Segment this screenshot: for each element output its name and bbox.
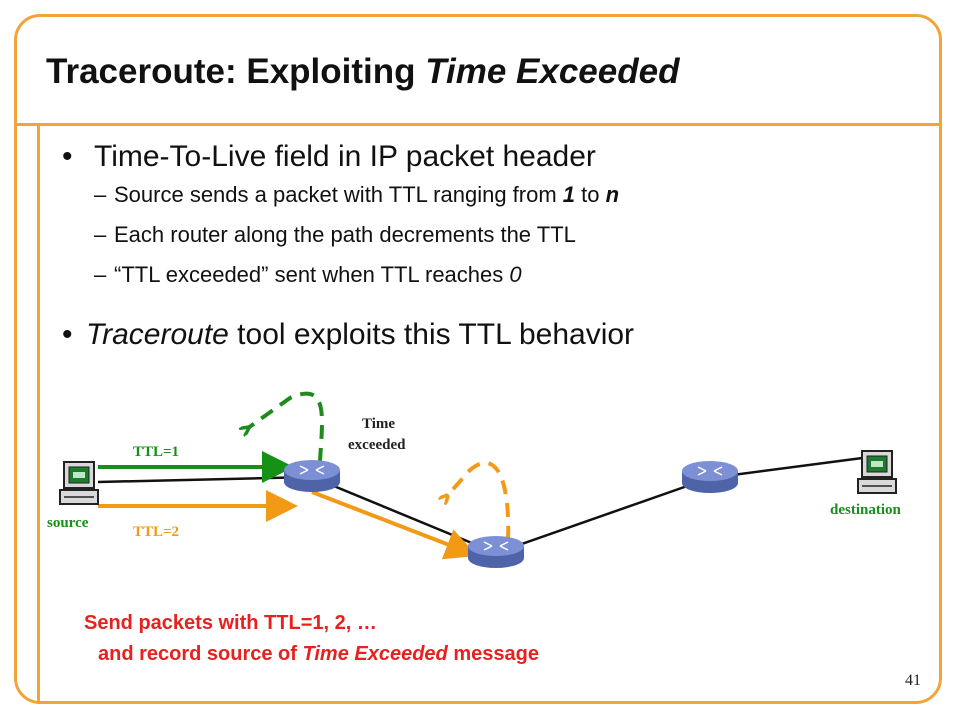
bullet-traceroute-tool: •Traceroute tool exploits this TTL behav… [62, 318, 635, 351]
destination-label: destination [830, 502, 902, 518]
source-label: source [47, 515, 89, 531]
source-computer-icon [59, 461, 99, 505]
router-1 [284, 460, 340, 492]
subbullet-router-decrements: –Each router along the path decrements t… [94, 222, 576, 247]
link-router2-router3 [495, 476, 711, 555]
ttl2-forward-arrow [311, 490, 478, 560]
left-rule [37, 123, 40, 704]
caption-line-1: Send packets with TTL=1, 2, … [84, 612, 377, 634]
caption-line-2: and record source of Time Exceeded messa… [98, 643, 539, 665]
router-3 [682, 461, 738, 493]
title-divider [14, 123, 942, 126]
subbullet-ttl-exceeded: –“TTL exceeded” sent when TTL reaches 0 [94, 262, 522, 287]
subbullet-source-sends: –Source sends a packet with TTL ranging … [94, 182, 620, 207]
bullet-ttl-field: •Time-To-Live field in IP packet header [62, 140, 596, 173]
ttl2-label: TTL=2 [133, 524, 179, 540]
page-number: 41 [905, 672, 921, 689]
time-label: Time [362, 416, 395, 432]
ttl1-label: TTL=1 [133, 444, 179, 460]
exceeded-label: exceeded [348, 437, 406, 453]
link-router1-router2 [311, 475, 497, 555]
time-exceeded-return-arrow-1 [248, 391, 324, 463]
slide-title: Traceroute: Exploiting Time Exceeded [46, 52, 680, 91]
router-2 [468, 536, 524, 568]
time-exceeded-return-arrow-2 [447, 461, 511, 541]
destination-computer-icon [857, 450, 897, 494]
link-source-router1 [97, 475, 313, 484]
slide-frame [14, 14, 942, 704]
